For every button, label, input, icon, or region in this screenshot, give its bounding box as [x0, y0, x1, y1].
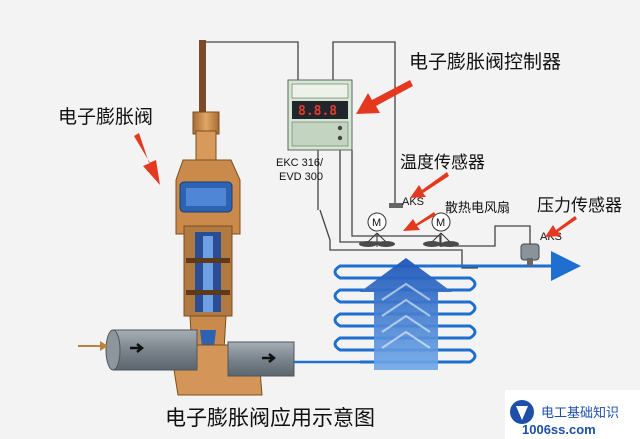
watermark-site-name: 电工基础知识 [541, 405, 619, 421]
evaporator-coil [335, 266, 575, 362]
inlet-arrow [78, 341, 108, 351]
controller-display: 8.8.8 [298, 104, 337, 119]
controller-label: 电子膨胀阀控制器 [409, 51, 561, 73]
pressure-sensor-label: 压力传感器 [537, 196, 622, 216]
pressure-sensor [521, 230, 539, 266]
fan-label: 散热电风扇 [445, 200, 510, 216]
valve-label: 电子膨胀阀 [58, 106, 153, 128]
temperature-sensor [389, 203, 403, 208]
fan-right-motor-symbol: M [436, 217, 445, 229]
controller-pointer-arrow [356, 80, 413, 114]
expansion-valve [106, 40, 294, 395]
watermark-url: 1006ss.com [522, 422, 596, 437]
fan-left-motor-symbol: M [372, 217, 381, 229]
controller-model-line-1: EKC 316/ [276, 157, 324, 169]
controller-model-line-2: EVD 300 [279, 171, 323, 183]
temp-sensor-label: 温度传感器 [400, 153, 485, 173]
fan-pointer-arrow [403, 212, 436, 231]
valve-pointer-arrow [134, 133, 160, 185]
diagram-title: 电子膨胀阀应用示意图 [165, 406, 375, 430]
temp-sensor-pointer-arrow [410, 172, 449, 198]
